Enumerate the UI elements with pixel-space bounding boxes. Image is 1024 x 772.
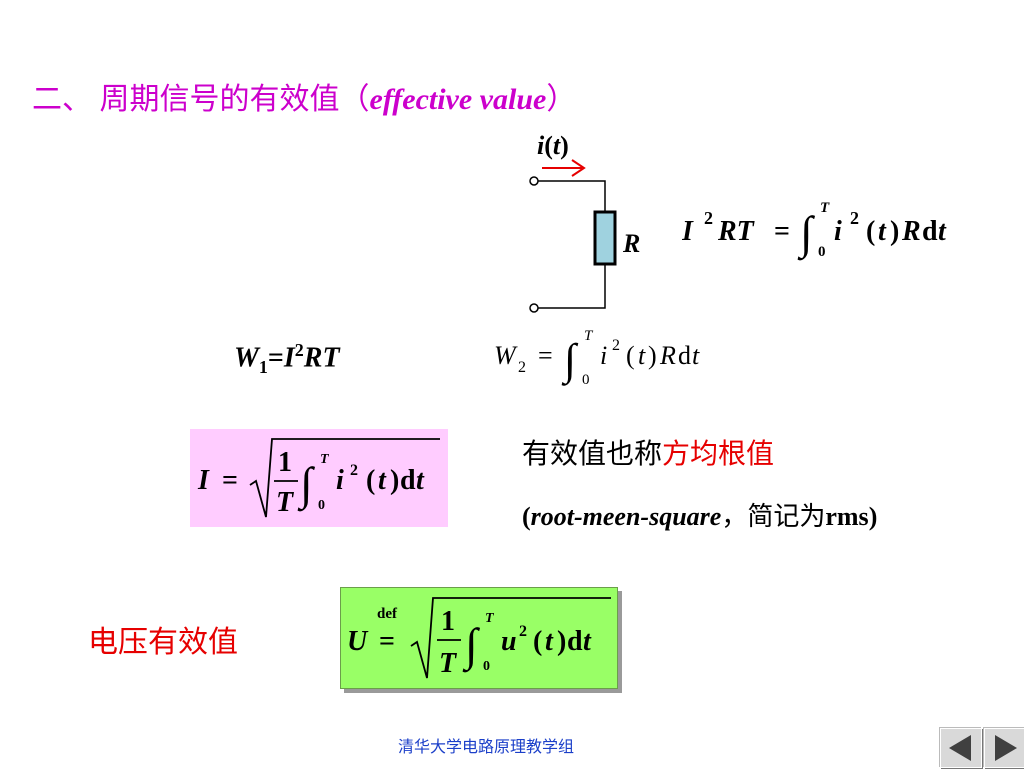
svg-text:1: 1 [278,447,292,478]
svg-text:T: T [485,611,495,626]
w1-equation: W1=I2RT [234,340,340,377]
energy-equation-svg: I 2 RT = ∫ T 0 i 2 ( t ) R d t [681,200,947,261]
svg-text:T: T [820,200,830,216]
svg-text:): ) [890,216,899,247]
terminal-bottom [529,303,539,313]
resistor-label: R [622,229,640,258]
svg-text:=: = [774,216,790,247]
svg-text:2: 2 [704,208,713,228]
svg-text:t: t [638,341,646,370]
svg-text:2: 2 [612,337,620,354]
prev-slide-button[interactable] [940,728,982,768]
svg-text:RT: RT [717,216,756,247]
svg-text:t: t [545,626,554,657]
wire-bottom [538,264,606,309]
svg-text:W: W [494,341,518,370]
svg-text:t: t [583,626,592,657]
w2-equation-svg: W 2 = ∫ T 0 i 2 ( t ) R d t [494,328,700,388]
svg-text:0: 0 [582,372,590,388]
svg-text:t: t [938,216,947,247]
next-slide-button[interactable] [984,728,1024,768]
voltage-rms-label: 电压有效值 [88,625,238,660]
svg-text:U: U [347,626,369,657]
rms-voltage-svg: U def = 1 T ∫ T 0 u 2 ( t ) d t [347,597,611,679]
svg-text:(: ( [533,626,542,657]
footer-credit: 清华大学电路原理教学组 [398,737,575,756]
svg-text:T: T [276,487,295,518]
circuit-drawing: i(t) R [529,131,640,313]
svg-text:0: 0 [318,498,325,513]
svg-text:T: T [439,648,458,679]
svg-text:T: T [320,452,330,467]
svg-text:2: 2 [518,359,526,376]
integral-sign: ∫ [462,619,480,673]
svg-text:d: d [400,465,416,496]
svg-text:u: u [501,626,517,657]
title-close: ） [546,83,577,116]
svg-text:1: 1 [441,606,455,637]
triangle-right-icon [995,735,1017,761]
svg-text:t: t [416,465,425,496]
svg-text:R: R [659,341,676,370]
svg-text:(: ( [626,341,635,370]
svg-text:=: = [538,341,553,370]
wire-top [538,180,606,212]
svg-text:2: 2 [350,462,358,479]
svg-text:T: T [584,328,594,344]
sqrt-sign [249,438,440,518]
rms-note-line1: 有效值也称方均根值 [522,437,775,470]
sqrt-sign [410,597,611,679]
svg-text:=: = [379,626,395,657]
slide-title: 二、 周期信号的有效值（effective value） [32,74,576,118]
svg-text:t: t [878,216,887,247]
svg-text:d: d [567,626,583,657]
integral-sign: ∫ [561,335,579,386]
svg-text:2: 2 [850,208,859,228]
integral-sign: ∫ [797,207,815,261]
svg-text:0: 0 [818,244,826,260]
triangle-left-icon [949,735,971,761]
current-arrow-head [571,159,586,177]
rms-current-svg: I = 1 T ∫ T 0 i 2 ( t ) d t [197,438,440,518]
title-en: effective value [369,83,547,116]
svg-text:=: = [222,465,238,496]
svg-text:(: ( [366,465,375,496]
resistor [593,210,617,266]
current-label: i(t) [537,131,569,160]
integral-sign: ∫ [297,458,315,512]
svg-text:0: 0 [483,659,490,674]
terminal-top [529,176,539,186]
svg-text:i: i [600,341,607,370]
resistor-circuit: i(t) R [510,128,660,323]
energy-equation: I 2 RT = ∫ T 0 i 2 ( t ) R d t [681,198,982,273]
svg-text:R: R [901,216,921,247]
svg-text:): ) [557,626,566,657]
svg-text:I: I [682,216,694,247]
svg-text:d: d [678,341,691,370]
svg-text:(: ( [866,216,875,247]
svg-text:): ) [390,465,399,496]
svg-text:def: def [377,606,398,622]
svg-text:I: I [197,465,210,496]
rms-voltage-formula: U def = 1 T ∫ T 0 u 2 ( t ) d t [340,587,618,689]
title-zh: 二、 周期信号的有效值（ [32,83,370,116]
rms-current-formula: I = 1 T ∫ T 0 i 2 ( t ) d t [190,429,448,527]
svg-text:i: i [336,465,344,496]
svg-text:t: t [378,465,387,496]
svg-text:t: t [692,341,700,370]
w2-equation: W 2 = ∫ T 0 i 2 ( t ) R d t [494,328,744,397]
svg-text:d: d [922,216,938,247]
rms-note-line2: (root-meen-square，简记为rms) [522,502,878,532]
svg-text:i: i [834,216,842,247]
svg-text:2: 2 [519,623,527,640]
svg-text:): ) [648,341,657,370]
